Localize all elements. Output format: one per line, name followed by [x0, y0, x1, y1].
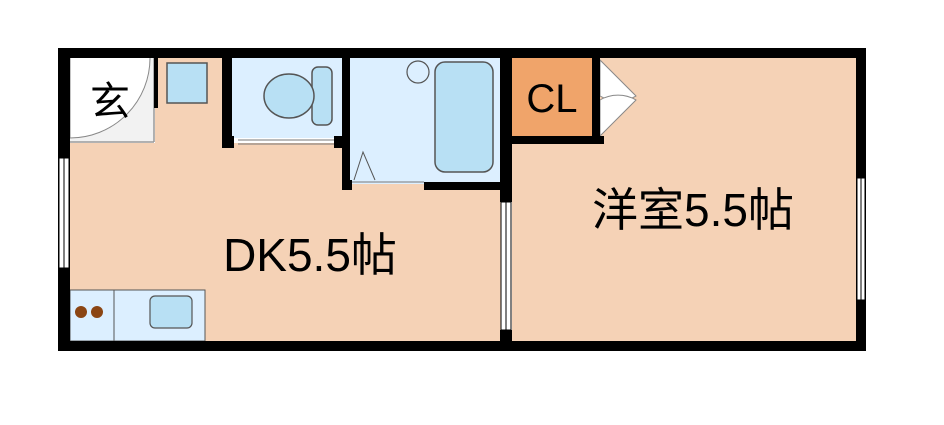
washroom-door-swing	[353, 150, 376, 181]
wall-toilet-left	[222, 58, 232, 148]
wall-bathroom-bottom-right	[424, 182, 504, 190]
closet-label: CL	[526, 77, 577, 121]
closet-door-swing-bottom	[599, 94, 637, 138]
outer-wall-bottom	[58, 341, 866, 351]
bathtub	[434, 61, 494, 173]
wall-dk-western-lower	[500, 190, 512, 202]
stove-burner-left-icon	[75, 306, 87, 318]
wall-closet-bottom	[512, 136, 604, 144]
entrance-label: 玄	[90, 80, 130, 124]
wall-toilet-bathroom	[342, 58, 350, 188]
western-room-label: 洋室5.5帖	[592, 184, 794, 236]
closet	[512, 58, 592, 136]
wall-bathroom-right	[500, 58, 512, 190]
refrigerator-space	[166, 62, 208, 104]
dk-label: DK5.5帖	[223, 229, 397, 281]
toilet-tank	[311, 66, 333, 126]
wall-refrigerator-left	[154, 58, 158, 108]
entrance-door-swing	[69, 57, 151, 139]
sink-bowl	[406, 60, 430, 84]
stove-burner-right-icon	[91, 306, 103, 318]
outer-wall-top	[58, 48, 866, 58]
wall-dk-western-bottom	[500, 330, 512, 342]
wall-toilet-bottom-right	[334, 136, 350, 148]
kitchen-sink-basin	[149, 295, 193, 329]
wall-bathroom-bottom-left	[342, 180, 352, 190]
toilet-bowl	[263, 73, 315, 119]
wall-closet-right	[592, 58, 600, 144]
wall-toilet-bottom	[222, 136, 234, 148]
